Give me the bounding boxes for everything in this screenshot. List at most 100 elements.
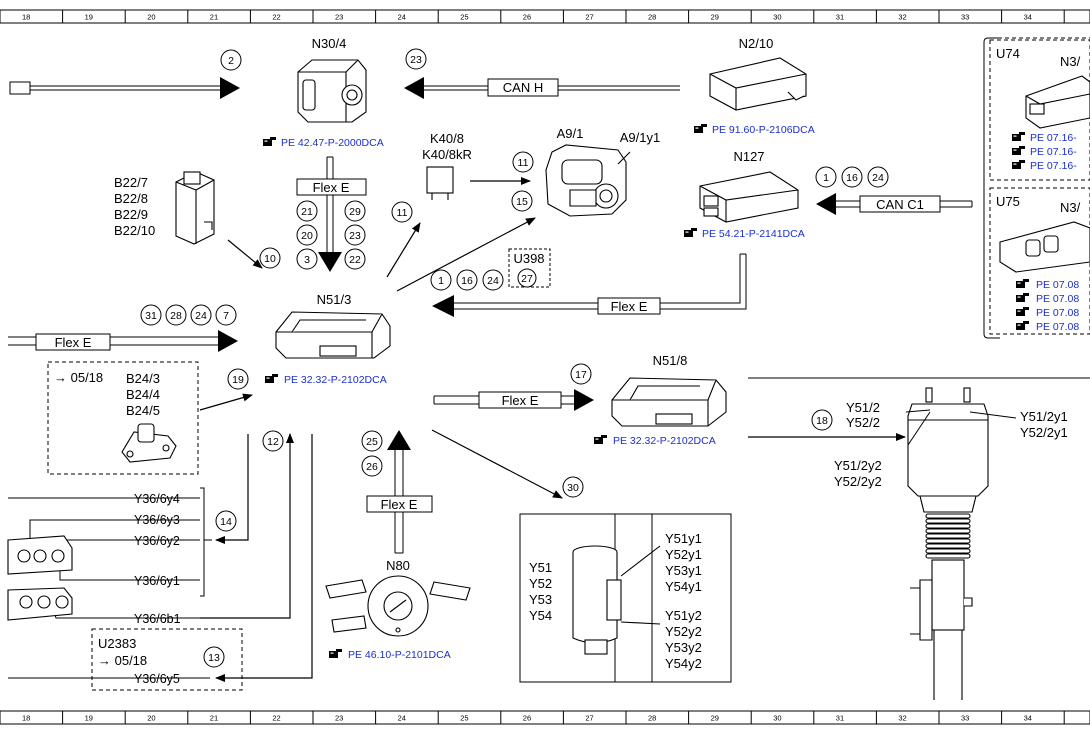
can-c1-bus: CAN C1 [816, 193, 973, 215]
flex-e-label-4: Flex E [502, 393, 539, 408]
ruler-number: 31 [836, 714, 844, 723]
svg-text:17: 17 [575, 369, 587, 381]
callout-24c: 24 [190, 304, 212, 326]
ruler-number: 23 [335, 714, 343, 723]
u75-label: U75 [996, 194, 1020, 209]
svg-text:PE 46.10-P-2101DCA: PE 46.10-P-2101DCA [348, 649, 451, 661]
u74-doc-references[interactable]: PE 07.16- PE 07.16- PE 07.16- [1012, 132, 1077, 172]
callout-22: 22 [344, 248, 366, 270]
k40-label-1: K40/8 [430, 131, 464, 146]
callout-28: 28 [165, 304, 187, 326]
svg-text:2: 2 [228, 55, 234, 67]
callout-26: 26 [361, 455, 383, 477]
callout-31: 31 [140, 304, 162, 326]
ruler-number: 23 [335, 13, 343, 22]
svg-text:PE 07.08: PE 07.08 [1036, 307, 1079, 319]
callout-12: 12 [262, 430, 284, 452]
ruler-number: 24 [398, 714, 406, 723]
n51-3-to-y36-6y5-arrow [215, 434, 313, 682]
n51-3-to-a9-arrow [396, 217, 536, 292]
n80-doc-reference[interactable]: PE 46.10-P-2101DCA [329, 649, 451, 661]
b24-label-1: B24/3 [126, 371, 160, 386]
y51-2y2-leader [907, 411, 931, 446]
valve-y53y2-label: Y53y2 [665, 640, 702, 655]
svg-text:24: 24 [487, 275, 499, 287]
svg-text:28: 28 [170, 310, 182, 322]
a9-1-compressor-icon [545, 144, 631, 217]
n51-3-doc-reference[interactable]: PE 32.32-P-2102DCA [265, 374, 387, 386]
n127-doc-reference[interactable]: PE 54.21-P-2141DCA [684, 228, 805, 240]
ruler-number: 26 [523, 13, 531, 22]
valve-y53y1-label: Y53y1 [665, 563, 702, 578]
svg-text:1: 1 [823, 172, 829, 184]
callout-1a: 1 [815, 166, 837, 188]
y36-6b1-to-n51-3-arrow [200, 433, 294, 619]
y52-2y1-label: Y52/2y1 [1020, 425, 1068, 440]
svg-text:15: 15 [516, 196, 528, 208]
k40-relay-icon [426, 166, 454, 200]
b22-label-1: B22/7 [114, 175, 148, 190]
n30-4-doc-reference[interactable]: PE 42.47-P-2000DCA [263, 137, 384, 149]
svg-text:PE 91.60-P-2106DCA: PE 91.60-P-2106DCA [712, 124, 815, 136]
valve-y51-label: Y51 [529, 560, 552, 575]
callout-2: 2 [220, 49, 242, 71]
valve-y52y2-label: Y52y2 [665, 624, 702, 639]
callout-16b: 16 [456, 269, 478, 291]
n127-label: N127 [733, 149, 764, 164]
ruler-number: 18 [22, 13, 30, 22]
b22-label-3: B22/9 [114, 207, 148, 222]
u2383-note: → 05/18 [98, 653, 147, 668]
ruler-number: 18 [22, 714, 30, 723]
svg-text:PE 07.16-: PE 07.16- [1030, 160, 1077, 172]
valve-y52y1-label: Y52y1 [665, 547, 702, 562]
n3-partial-label-1: N3/ [1060, 54, 1081, 69]
callout-24a: 24 [867, 166, 889, 188]
callout-3: 3 [296, 248, 318, 270]
ruler-number: 26 [523, 714, 531, 723]
b22-label-2: B22/8 [114, 191, 148, 206]
valve-y53-label: Y53 [529, 592, 552, 607]
strut-bellows-ring [925, 553, 971, 559]
n51-8-doc-reference[interactable]: PE 32.32-P-2102DCA [594, 435, 716, 447]
y52-2-label: Y52/2 [846, 415, 880, 430]
flex-e-bus-n127: Flex E [432, 253, 747, 317]
strut-bellows-ring [925, 543, 971, 549]
callout-29: 29 [344, 200, 366, 222]
n30-4-label: N30/4 [312, 36, 347, 51]
ruler-number: 34 [1024, 714, 1032, 723]
callout-30: 30 [562, 476, 584, 498]
y36-6y2-label: Y36/6y2 [134, 534, 180, 548]
flex-e-label-1: Flex E [313, 180, 350, 195]
svg-text:29: 29 [349, 206, 361, 218]
n127-module-icon [699, 171, 799, 223]
flex-e-label-3: Flex E [55, 335, 92, 350]
svg-text:11: 11 [518, 157, 529, 169]
svg-text:PE 32.32-P-2102DCA: PE 32.32-P-2102DCA [613, 435, 716, 447]
u75-module-icon [999, 221, 1090, 273]
strut-bellows-ring [925, 523, 971, 529]
n51-3-to-y36-arrow [215, 434, 249, 544]
valve-canister-icon [572, 545, 661, 655]
y51-2y2-label: Y51/2y2 [834, 458, 882, 473]
callout-25: 25 [361, 430, 383, 452]
valve-y51y2-label: Y51y2 [665, 608, 702, 623]
b22-label-4: B22/10 [114, 223, 155, 238]
ruler-number: 22 [272, 714, 280, 723]
ruler-number: 28 [648, 13, 656, 22]
ruler-number: 33 [961, 13, 969, 22]
n80-label: N80 [386, 558, 410, 573]
y36-6y1-label: Y36/6y1 [134, 574, 180, 588]
svg-text:10: 10 [264, 253, 276, 265]
strut-bellows-ring [925, 533, 971, 539]
n51-3-to-k40-arrow [386, 222, 421, 278]
svg-text:PE 07.16-: PE 07.16- [1030, 146, 1077, 158]
callout-1b: 1 [430, 269, 452, 291]
b24-note: → 05/18 [54, 370, 103, 385]
y36-6y4-label: Y36/6y4 [134, 492, 180, 506]
ruler-number: 19 [85, 714, 93, 723]
strut-bellows-ring [925, 548, 971, 554]
svg-text:PE 42.47-P-2000DCA: PE 42.47-P-2000DCA [281, 137, 384, 149]
u75-doc-references[interactable]: PE 07.08 PE 07.08 PE 07.08 PE 07.08 [1016, 279, 1079, 333]
n2-10-doc-reference[interactable]: PE 91.60-P-2106DCA [694, 124, 815, 136]
